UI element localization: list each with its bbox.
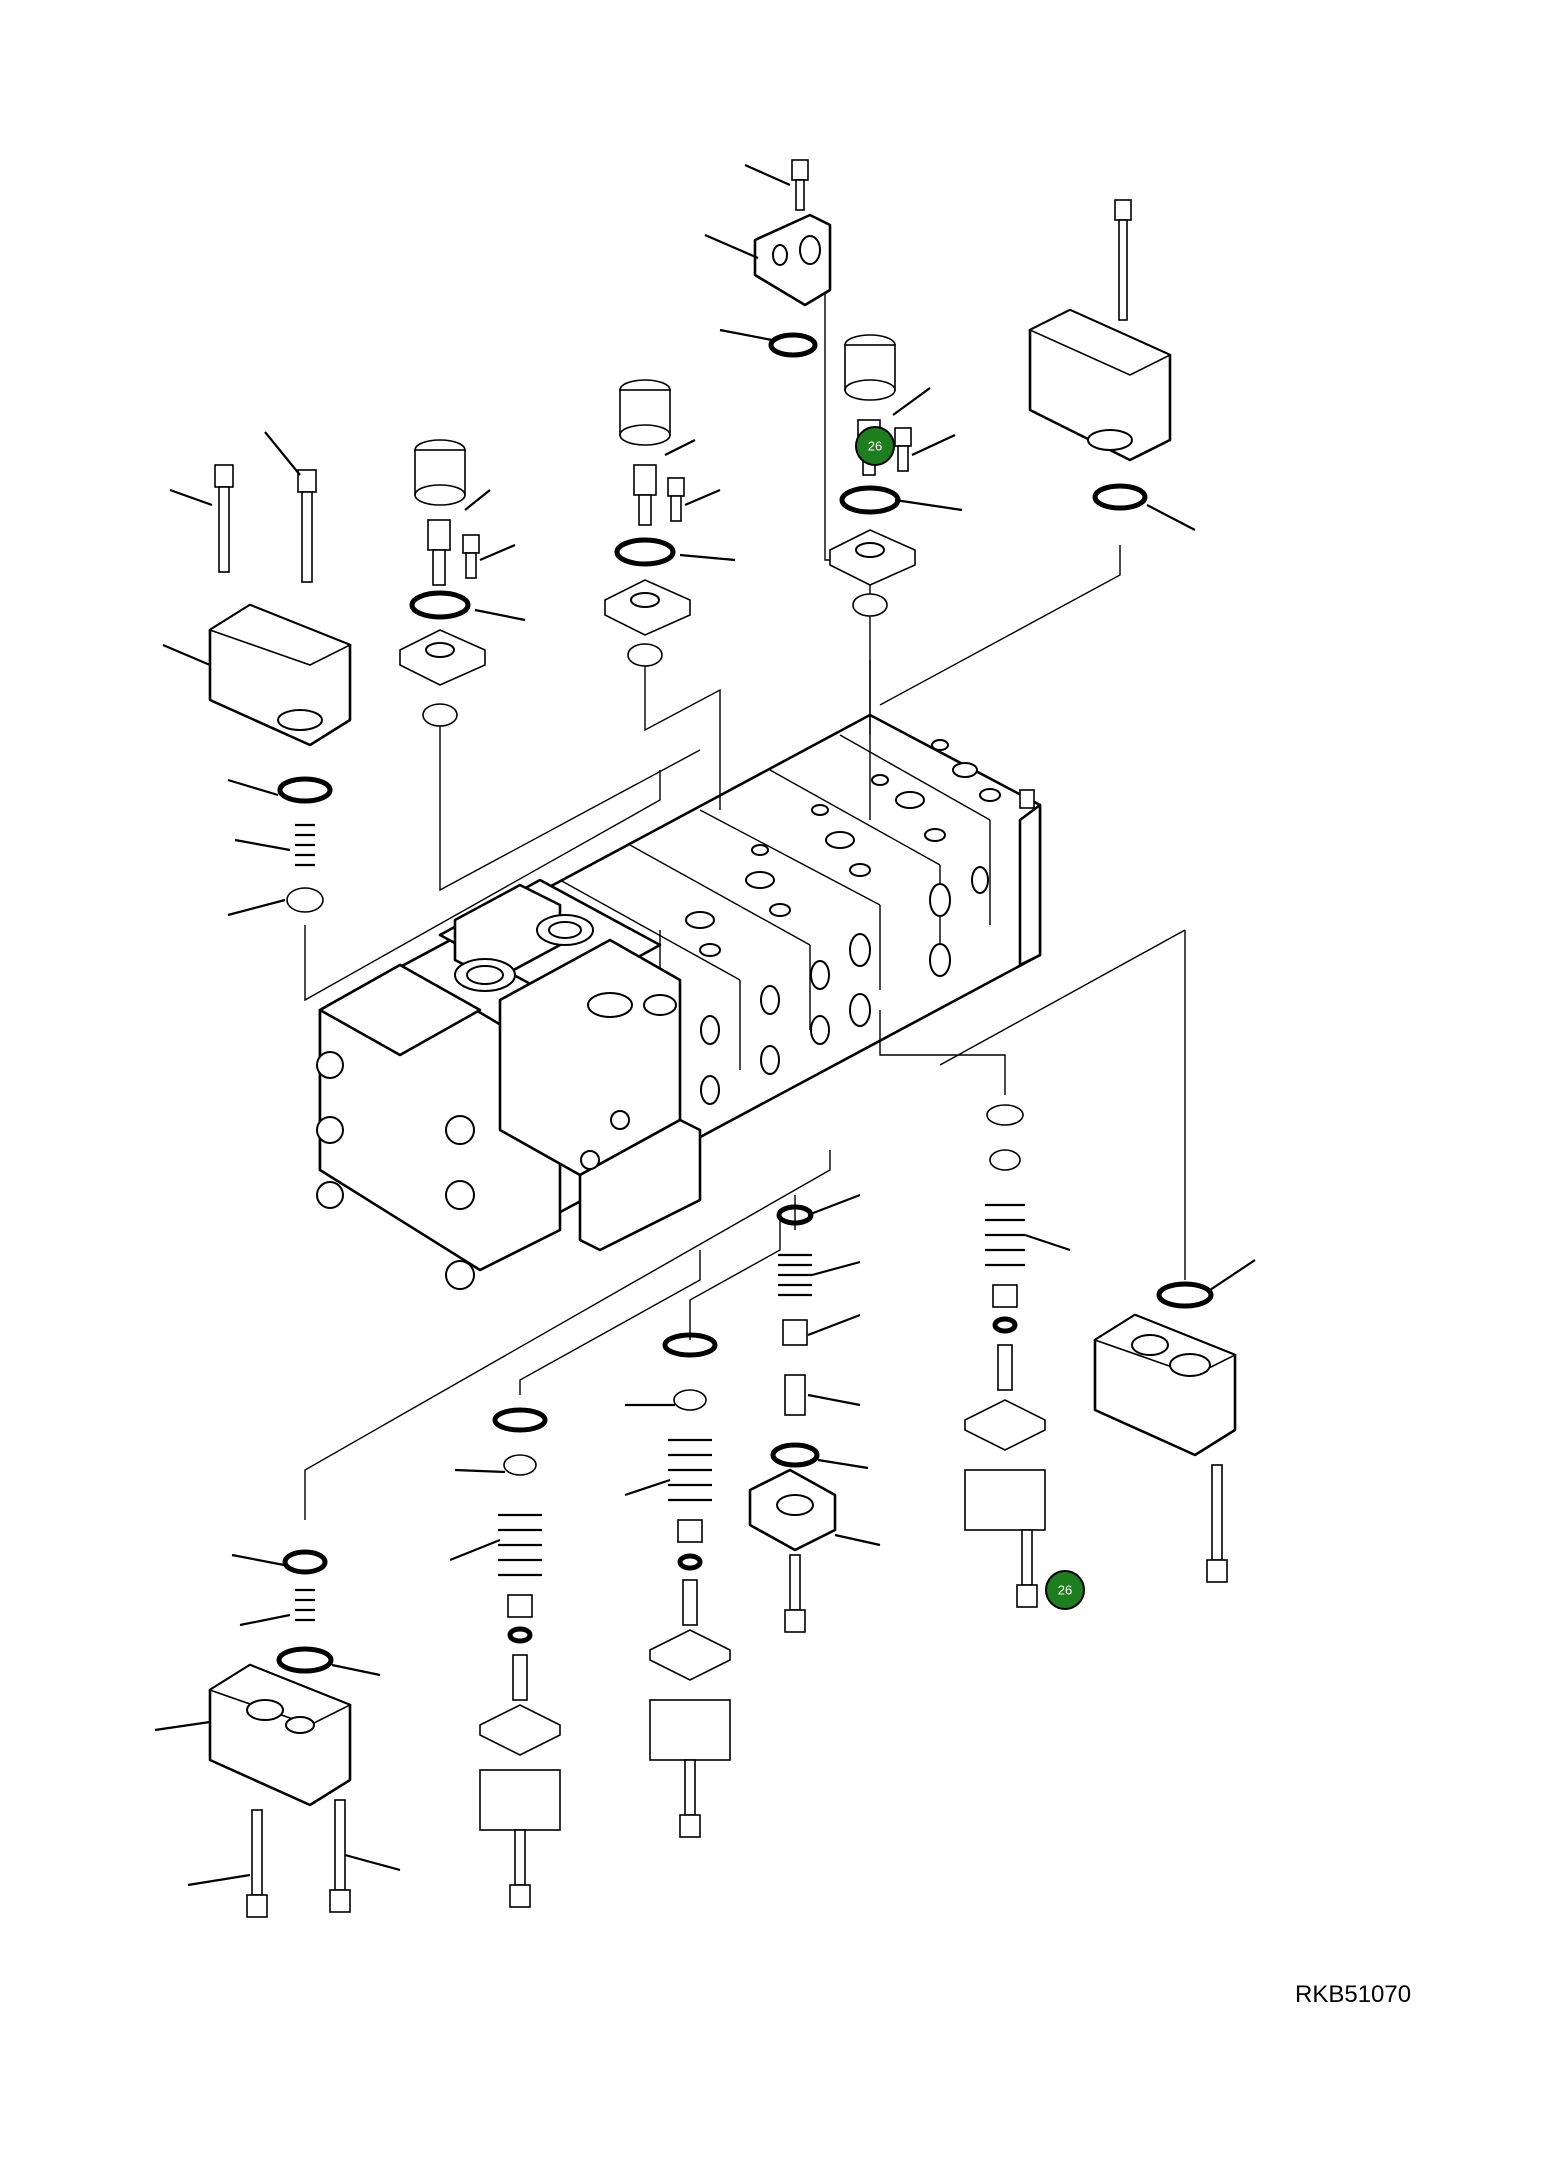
pilot-cap-assembly-2 [604, 379, 736, 667]
top-cover-assembly [704, 159, 832, 358]
right-spool-stack [964, 1104, 1071, 1608]
right-head-block [1028, 199, 1196, 531]
callout-26-upper-label: 26 [868, 439, 882, 454]
callout-26-upper[interactable]: 26 [855, 426, 895, 466]
pilot-cap-assembly-3 [829, 334, 963, 617]
callout-26-lower[interactable]: 26 [1045, 1570, 1085, 1610]
spool-spring-stack-1 [449, 1407, 561, 1908]
spool-spring-stack-2 [624, 1332, 731, 1838]
callout-26-lower-label: 26 [1058, 1583, 1072, 1598]
lower-left-block [154, 1549, 401, 1918]
lower-right-block [1093, 1259, 1256, 1583]
drawing-number: RKB51070 [1295, 1981, 1411, 2008]
left-head-block [162, 431, 352, 917]
control-valve-body [316, 713, 1042, 1290]
pilot-cap-assembly-1 [399, 439, 526, 727]
center-spool-stack [748, 1193, 881, 1633]
